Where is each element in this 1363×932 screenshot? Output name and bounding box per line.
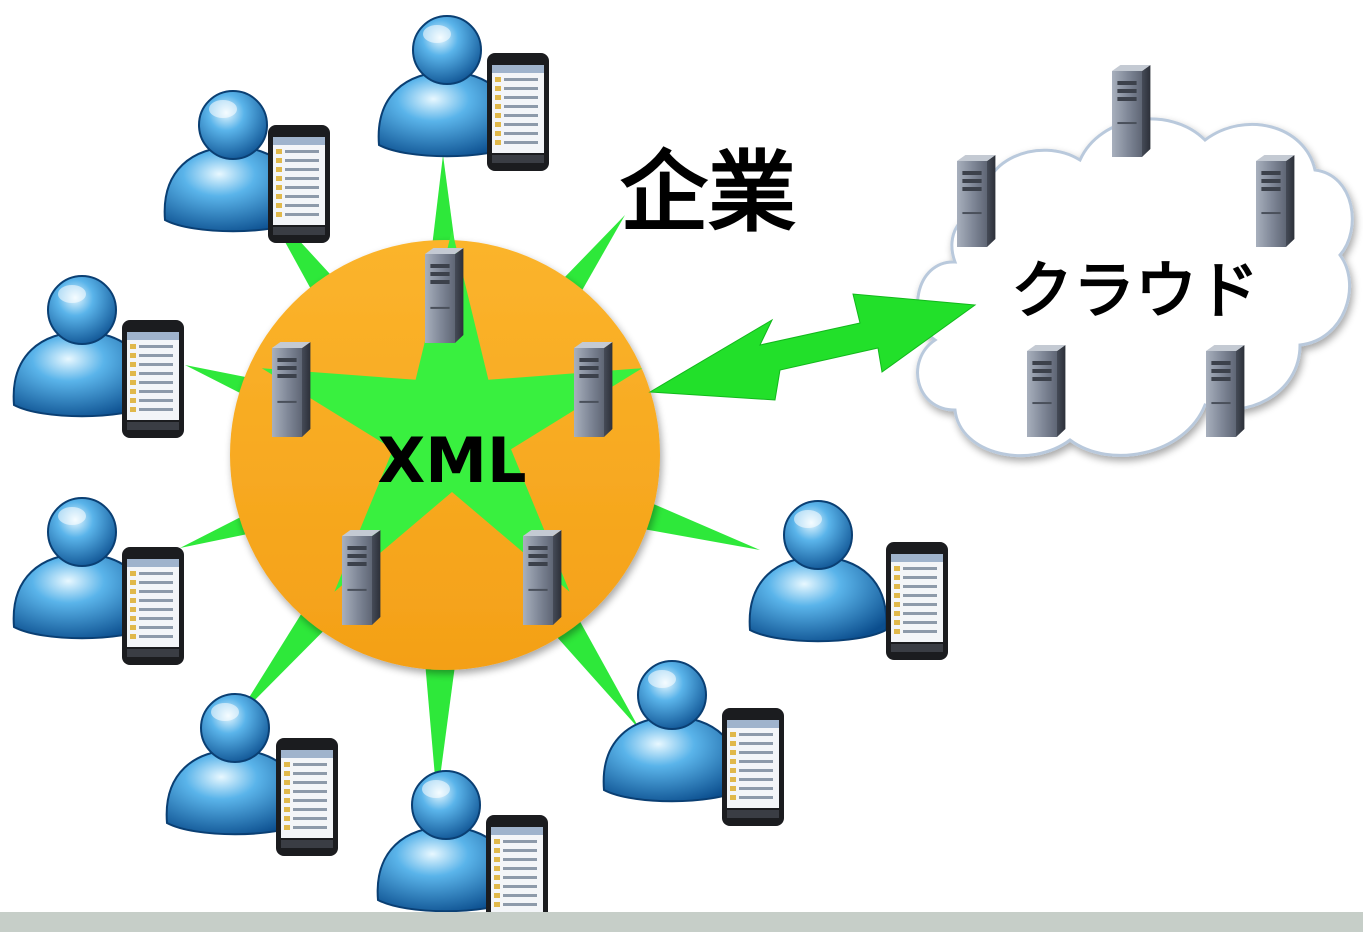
smartphone-icon xyxy=(487,53,549,171)
server-icon xyxy=(1206,345,1245,437)
user-icon xyxy=(165,693,305,836)
user-icon xyxy=(12,275,152,418)
smartphone-icon xyxy=(268,125,330,243)
hub-label: XML xyxy=(377,424,526,497)
server-icon xyxy=(574,342,613,437)
smartphone-icon xyxy=(486,815,548,932)
server-icon xyxy=(425,248,464,343)
server-icon xyxy=(523,530,562,625)
server-icon xyxy=(1112,65,1151,157)
server-icon xyxy=(1256,155,1295,247)
bottom-bar xyxy=(0,912,1363,932)
smartphone-icon xyxy=(276,738,338,856)
server-icon xyxy=(272,342,311,437)
bidirectional-arrow xyxy=(648,293,977,401)
user-icon xyxy=(748,500,888,643)
server-icon xyxy=(1027,345,1066,437)
smartphone-icon xyxy=(722,708,784,826)
smartphone-icon xyxy=(122,547,184,665)
smartphone-icon xyxy=(122,320,184,438)
user-icon xyxy=(163,90,303,233)
smartphone-icon xyxy=(886,542,948,660)
user-icon xyxy=(602,660,742,803)
enterprise-label: 企業 xyxy=(620,141,796,244)
user-group xyxy=(12,15,948,932)
server-icon xyxy=(342,530,381,625)
server-group xyxy=(272,65,1295,625)
server-icon xyxy=(957,155,996,247)
user-icon xyxy=(376,770,516,913)
user-icon xyxy=(377,15,517,158)
cloud-label: クラウド xyxy=(1011,254,1259,327)
xml-star xyxy=(261,230,643,592)
